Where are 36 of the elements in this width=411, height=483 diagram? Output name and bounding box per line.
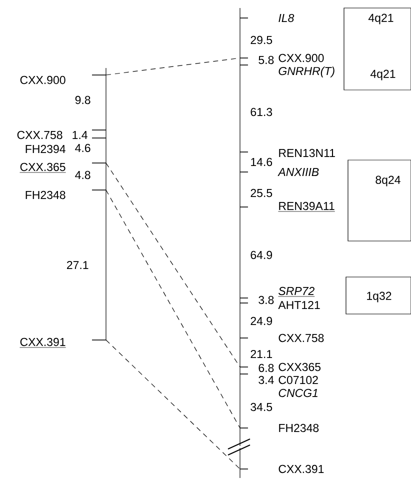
marker-label: REN39A11 xyxy=(240,202,336,212)
distance-label: 5.8 xyxy=(258,56,274,64)
marker-label: CXX.391 xyxy=(240,464,324,474)
distance-label: 29.5 xyxy=(250,36,272,44)
distance-label: 61.3 xyxy=(250,108,272,116)
distance-label: 3.8 xyxy=(258,296,274,304)
marker-label: FH2348 xyxy=(240,424,319,432)
distance-label: 3.4 xyxy=(258,376,274,384)
distance-label: 21.1 xyxy=(250,350,272,358)
dashed-connector xyxy=(106,340,240,470)
distance-label: 6.8 xyxy=(258,364,274,372)
dashed-connector xyxy=(106,58,240,76)
distance-label: 1.4 xyxy=(72,131,88,139)
chromosome-band-box: 1q32 xyxy=(346,276,411,314)
marker-label: CXX.758 xyxy=(240,334,324,342)
distance-label: 4.8 xyxy=(75,170,90,180)
distance-label: 14.6 xyxy=(251,158,272,166)
distance-label: 64.9 xyxy=(250,250,272,260)
marker-label: CXX.391 xyxy=(20,338,106,348)
marker-label: GNRHR(T) xyxy=(240,64,334,78)
marker-label: IL8 xyxy=(240,14,294,22)
marker-label: CNCG1 xyxy=(278,388,318,398)
marker-label: ANXIIIB xyxy=(240,168,319,176)
distance-label: 4.6 xyxy=(75,144,90,152)
marker-label: FH2348 xyxy=(26,190,106,200)
marker-label: REN13N11 xyxy=(240,148,335,158)
dashed-connector xyxy=(106,190,240,428)
distance-label: 24.9 xyxy=(250,316,272,326)
chromosome-band-box: 8q24 xyxy=(348,160,411,242)
chromosome-band-box: 4q21 4q21 xyxy=(344,8,411,90)
distance-label: 9.8 xyxy=(75,96,90,104)
marker-label: CXX.900 xyxy=(20,74,106,84)
dashed-connector xyxy=(106,162,240,368)
distance-label: 27.1 xyxy=(67,260,88,270)
distance-label: 25.5 xyxy=(250,188,272,198)
distance-label: 34.5 xyxy=(250,402,272,412)
